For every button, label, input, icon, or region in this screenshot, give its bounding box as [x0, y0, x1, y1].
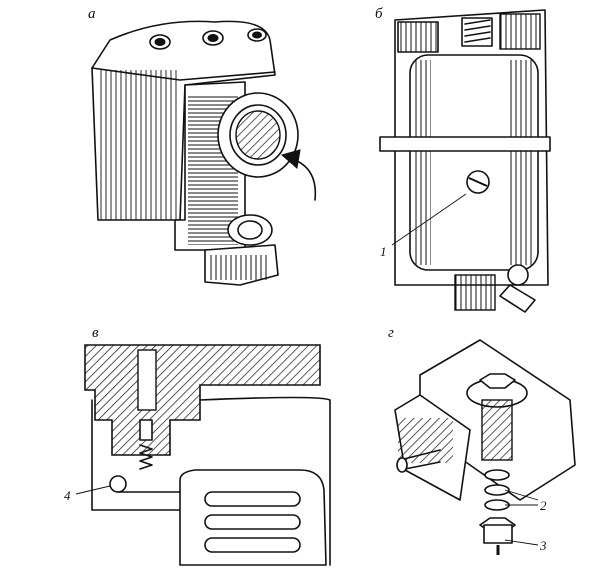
callout-1: 1 — [380, 244, 387, 259]
panel-b-label: б — [375, 6, 383, 22]
panel-a-drawing — [91, 20, 317, 286]
panel-a-label: а — [88, 6, 96, 22]
panel-b-drawing — [379, 9, 551, 313]
panel-g-drawing — [394, 339, 576, 555]
panel-v-label: в — [92, 325, 99, 341]
callout-3: 3 — [539, 538, 547, 553]
panel-v-drawing — [75, 344, 331, 566]
callout-4: 4 — [64, 488, 71, 503]
callout-2: 2 — [540, 498, 547, 513]
panel-g-label: г — [388, 325, 394, 341]
